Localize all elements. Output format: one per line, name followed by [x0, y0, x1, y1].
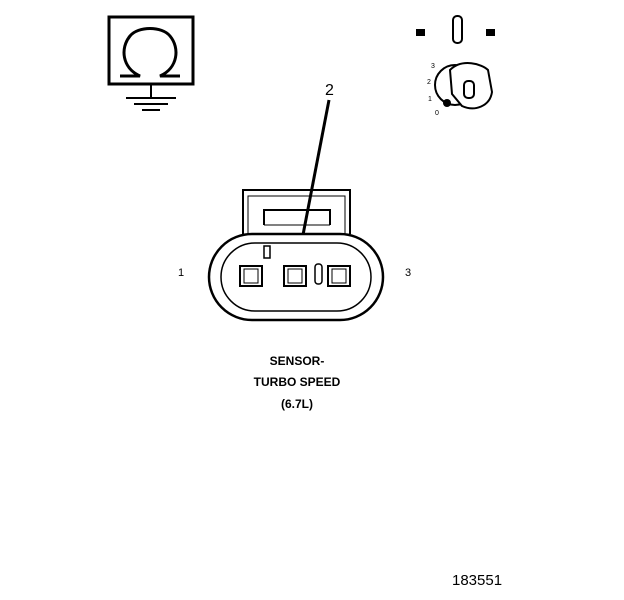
caption-line-2: TURBO SPEED [253, 375, 341, 389]
pin-label-1: 1 [178, 267, 184, 279]
key-position-1: 1 [428, 96, 432, 103]
caption-line-1: SENSOR- [269, 354, 325, 368]
ground-icon [126, 84, 176, 111]
callout-number: 2 [325, 82, 334, 99]
caption-line-3: (6.7L) [280, 397, 313, 411]
ignition-key-icon: 3 2 1 0 [416, 15, 495, 117]
connector-body [207, 189, 385, 322]
key-position-0: 0 [435, 110, 439, 117]
figure-number: 183551 [452, 572, 503, 589]
connector-key-rib [314, 263, 323, 285]
key-position-2: 2 [427, 79, 431, 86]
ohmmeter-icon [107, 15, 195, 86]
terminal-1 [239, 265, 263, 287]
pin-label-3: 3 [405, 267, 411, 279]
terminal-3 [327, 265, 351, 287]
key-position-3: 3 [431, 63, 435, 70]
terminal-2 [283, 265, 307, 287]
